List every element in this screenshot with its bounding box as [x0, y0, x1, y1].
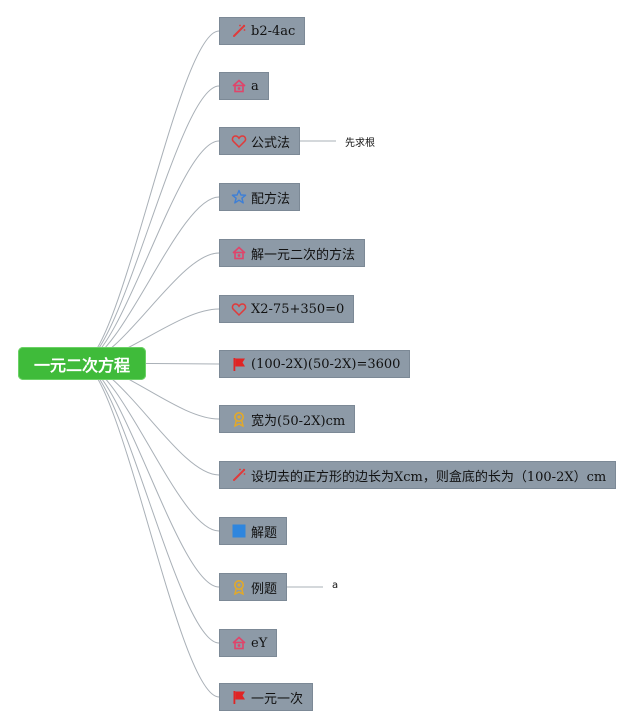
heart-icon — [231, 301, 247, 317]
branch-label: (100-2X)(50-2X)=3600 — [251, 356, 401, 372]
branch-node[interactable]: X2-75+350=0 — [219, 295, 355, 323]
branch-node[interactable]: a — [219, 72, 269, 100]
branch-node[interactable]: 配方法 — [219, 183, 301, 211]
branch-connector — [83, 362, 220, 588]
sub-topic-label[interactable]: 先求根 — [345, 138, 375, 149]
branch-connector — [83, 362, 220, 644]
wand-icon — [231, 23, 247, 39]
sub-topic-label[interactable]: a — [332, 580, 339, 591]
star-icon — [231, 189, 247, 205]
house-icon — [231, 78, 247, 94]
branch-label: a — [251, 78, 259, 94]
branch-node[interactable]: 解题 — [219, 517, 288, 545]
medal-icon — [231, 411, 247, 427]
branch-label: 一元一次 — [251, 691, 304, 707]
branch-label: 配方法 — [251, 191, 291, 207]
branch-node[interactable]: eY — [219, 629, 278, 657]
branch-connector — [83, 362, 220, 698]
branch-node[interactable]: (100-2X)(50-2X)=3600 — [219, 350, 411, 378]
branch-label: eY — [251, 635, 268, 651]
wand-icon — [231, 467, 247, 483]
branch-node[interactable]: 公式法 — [219, 127, 301, 155]
branch-label: 公式法 — [251, 135, 291, 151]
branch-label: 宽为(50-2X)cm — [251, 413, 346, 429]
branch-node[interactable]: 设切去的正方形的边长为Xcm，则盒底的长为（100-2X）cm — [219, 461, 617, 489]
branch-label: 例题 — [251, 581, 278, 597]
house-icon — [231, 245, 247, 261]
root-topic-label: 一元二次方程 — [33, 355, 130, 375]
branch-node[interactable]: 一元一次 — [219, 683, 314, 711]
branch-node[interactable]: 宽为(50-2X)cm — [219, 405, 356, 433]
branch-label: b2-4ac — [251, 23, 296, 39]
branch-label: 解题 — [251, 525, 278, 541]
medal-icon — [231, 579, 247, 595]
branch-node[interactable]: 例题 — [219, 573, 288, 601]
branch-label: 解一元二次的方法 — [251, 247, 356, 263]
branch-label: 设切去的正方形的边长为Xcm，则盒底的长为（100-2X）cm — [251, 469, 607, 485]
flag-icon — [231, 356, 247, 372]
branch-connector — [83, 85, 220, 364]
flag-icon — [231, 689, 247, 705]
branch-label: X2-75+350=0 — [251, 301, 345, 317]
heart-icon — [231, 133, 247, 149]
branch-node[interactable]: 解一元二次的方法 — [219, 239, 366, 267]
blue-square-icon — [231, 523, 247, 539]
house-icon — [231, 635, 247, 651]
root-topic[interactable]: 一元二次方程 — [18, 347, 146, 380]
branch-connector — [83, 30, 220, 364]
branch-connector — [83, 196, 220, 364]
branch-node[interactable]: b2-4ac — [219, 17, 306, 45]
branch-connector — [83, 362, 220, 532]
branch-connector — [83, 140, 220, 364]
